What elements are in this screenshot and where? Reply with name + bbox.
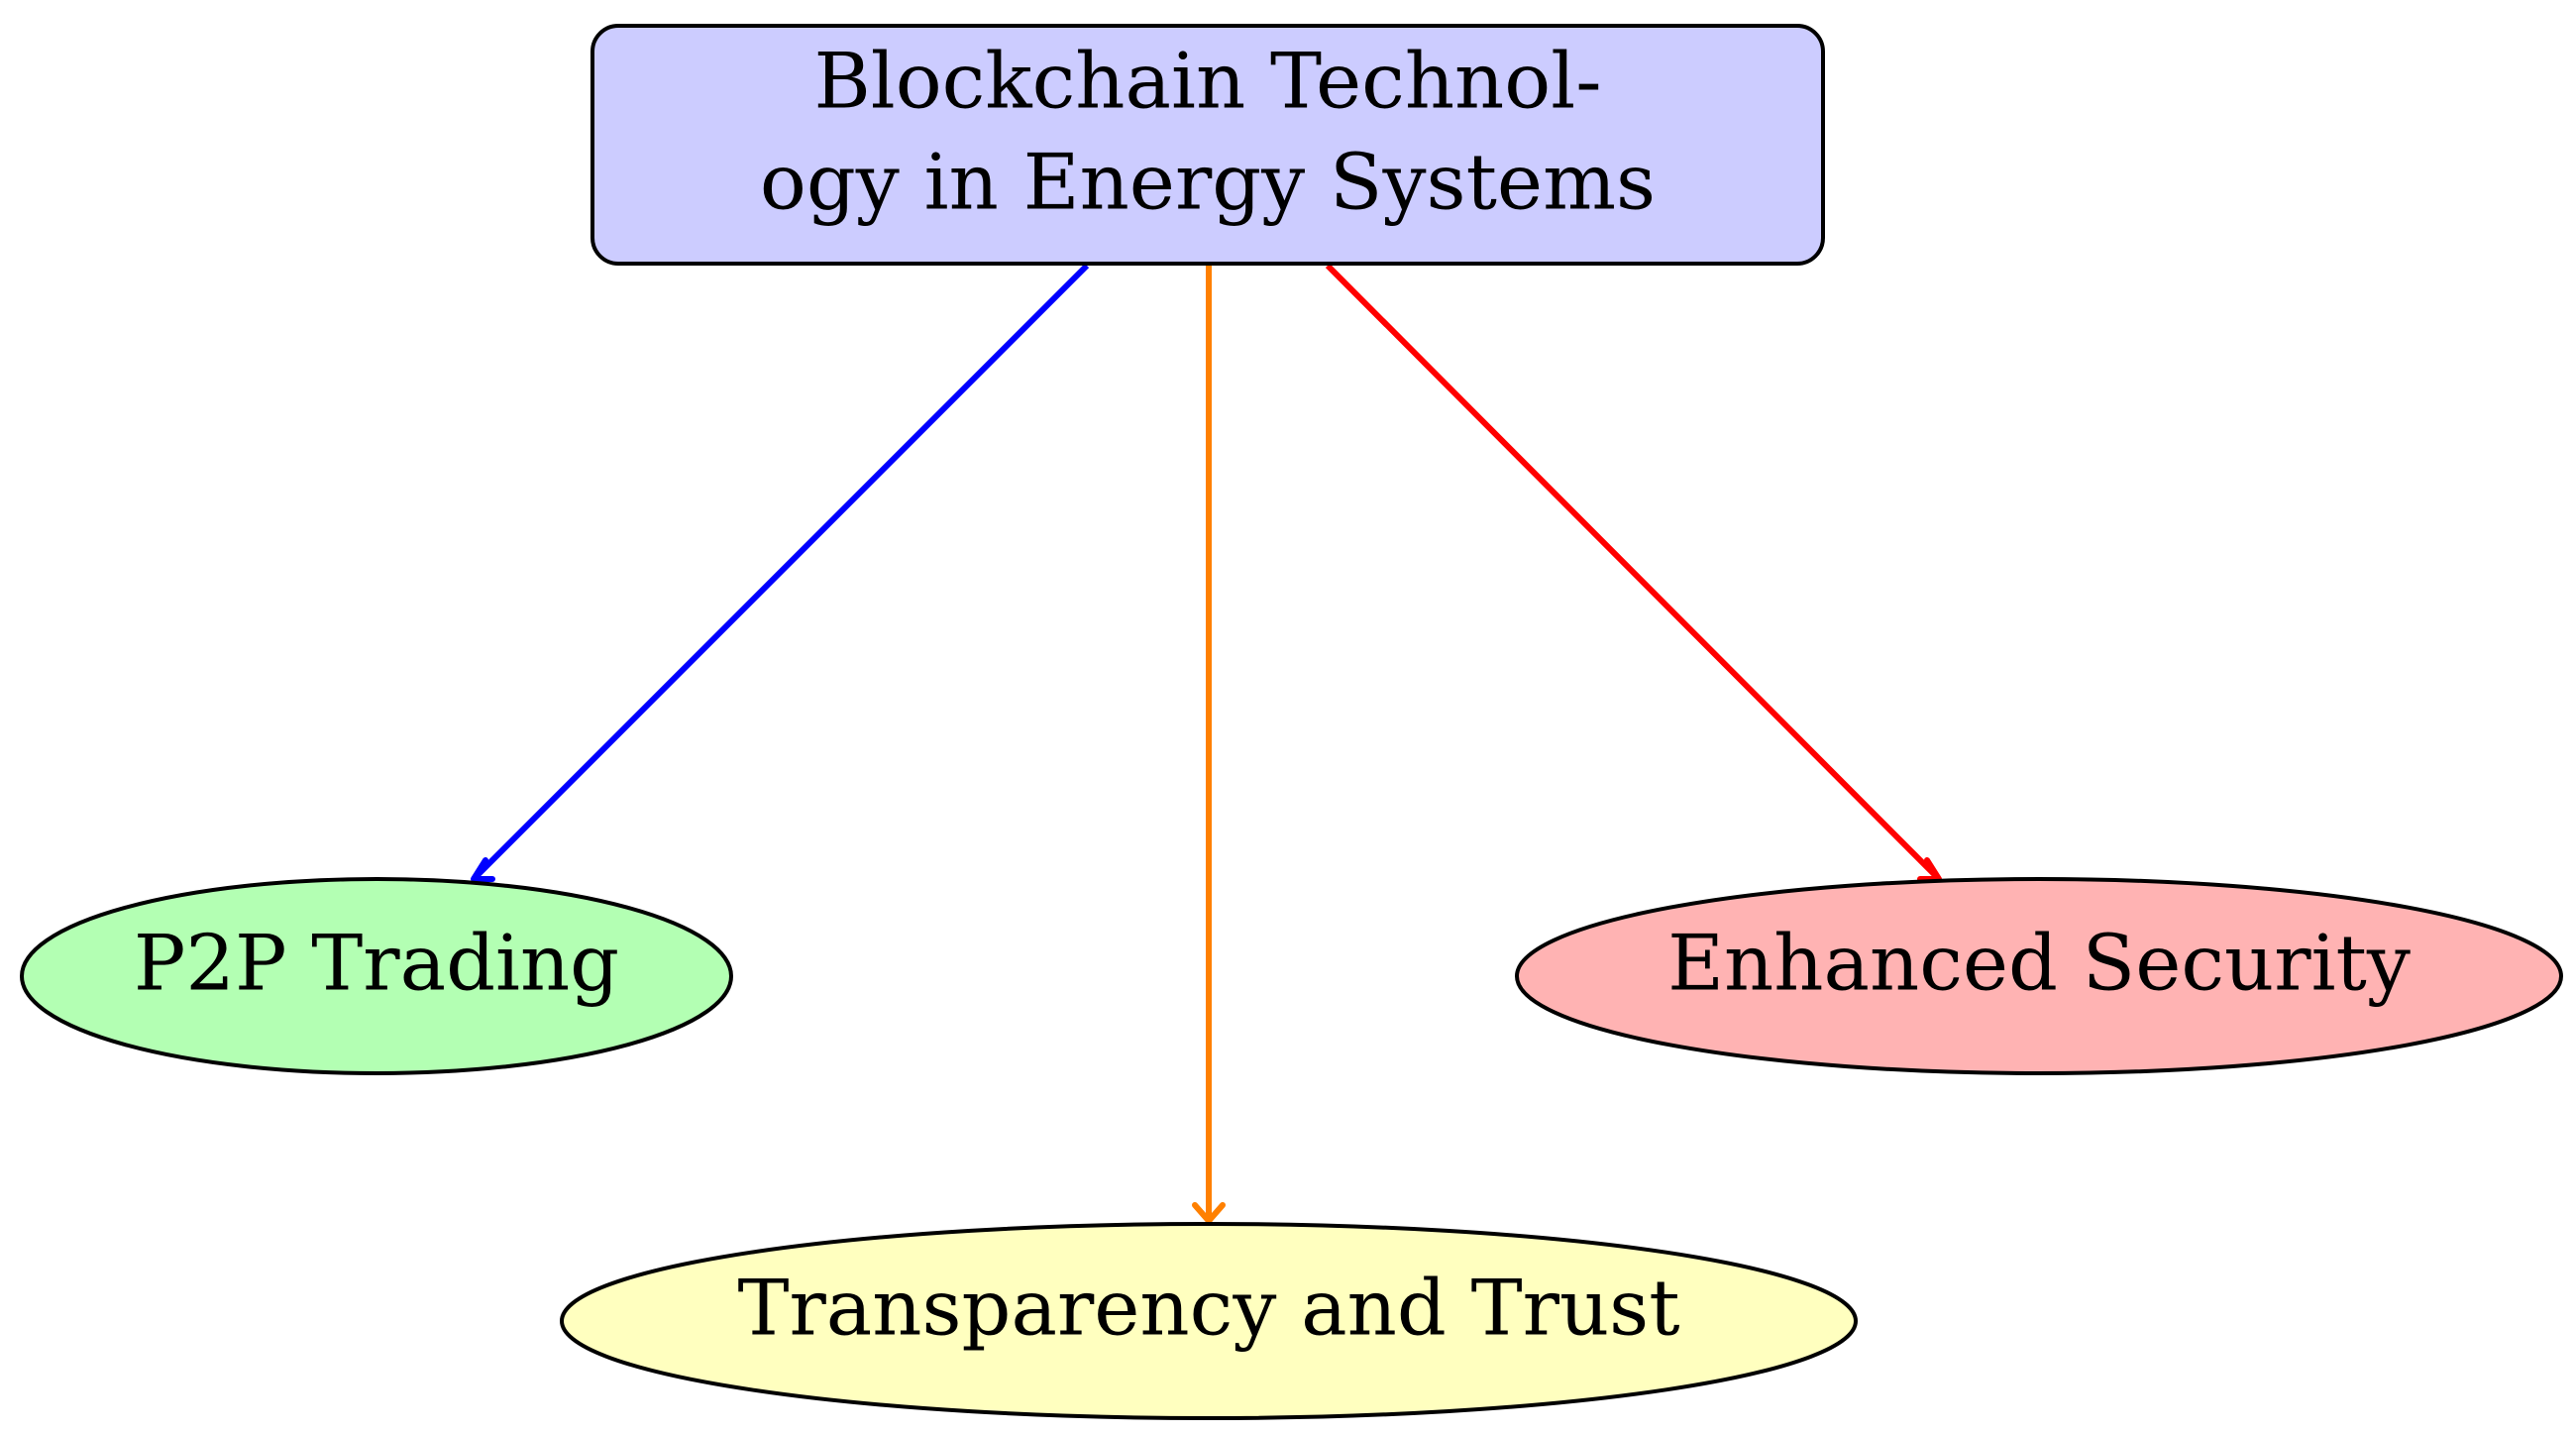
node-enhanced-security-label: Enhanced Security	[1667, 920, 2411, 1009]
node-p2p-trading-label: P2P Trading	[134, 920, 619, 1009]
node-transparency-ellipse	[560, 1222, 1858, 1420]
edge-root-to-p2p-trading	[471, 263, 1090, 882]
edge-root-to-enhanced-security	[1325, 263, 1942, 882]
root-node-box	[590, 24, 1825, 266]
node-transparency-and-trust: Transparency and Trust	[560, 1222, 1858, 1420]
node-enhanced-security-ellipse	[1515, 877, 2563, 1075]
node-enhanced-security: Enhanced Security	[1515, 877, 2563, 1075]
edges	[471, 263, 1942, 1224]
node-p2p-trading: P2P Trading	[20, 877, 733, 1075]
root-node-label-line1: Blockchain Technol-	[813, 38, 1601, 127]
node-transparency-label: Transparency and Trust	[737, 1265, 1679, 1354]
root-node-label-line2: ogy in Energy Systems	[760, 139, 1656, 228]
arrowhead-p2p-trading	[471, 857, 495, 882]
arrowhead-transparency	[1192, 1202, 1226, 1224]
node-p2p-trading-ellipse	[20, 877, 733, 1075]
root-node: Blockchain Technol- ogy in Energy System…	[590, 24, 1825, 266]
